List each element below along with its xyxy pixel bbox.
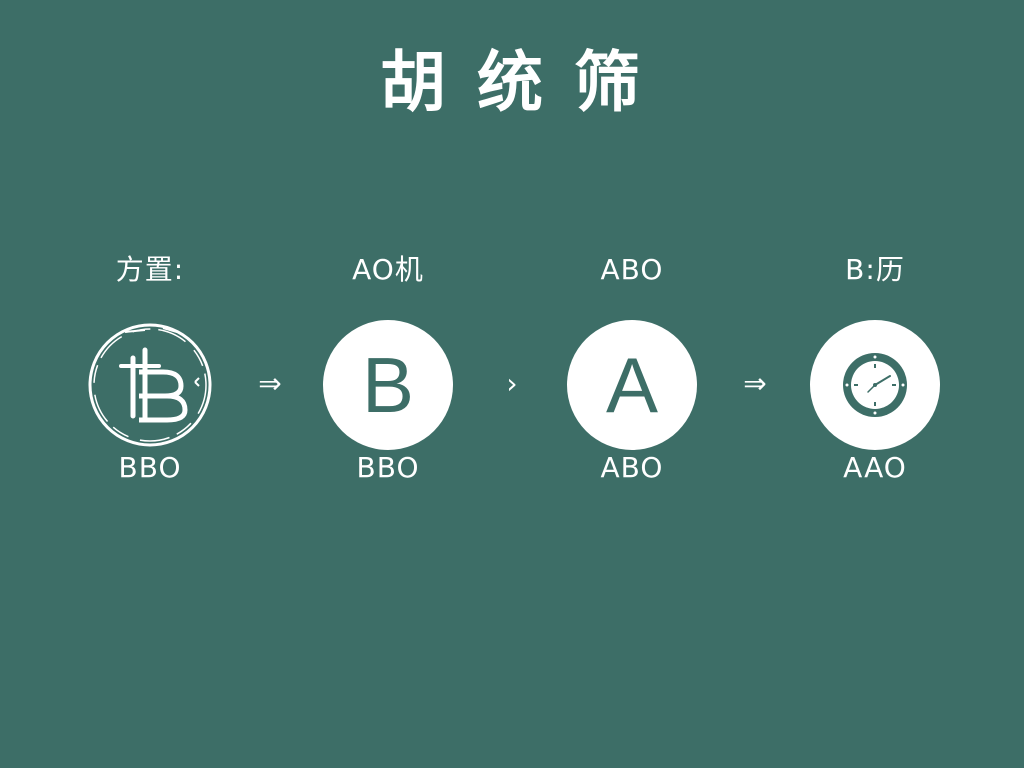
sketched-b-circle-icon <box>85 320 215 450</box>
double-arrow-icon: ⇒ <box>258 367 282 400</box>
step-top-label: ABO <box>600 253 664 286</box>
step-bottom-label: AAO <box>843 451 907 484</box>
step-top-label: B:历 <box>845 253 905 286</box>
clock-svg <box>843 353 907 417</box>
circle-letter-a: A <box>605 341 659 429</box>
circle-letter-b: B <box>361 341 415 429</box>
a-circle-icon: A <box>567 320 697 450</box>
step-2: AO机 B BBO <box>298 248 478 508</box>
step-1: 方置: BBO <box>60 248 240 508</box>
step-bottom-label: ABO <box>600 451 664 484</box>
step-3: ABO A ABO <box>542 248 722 508</box>
double-arrow-icon: ⇒ <box>743 367 767 400</box>
step-top-label: AO机 <box>352 253 424 286</box>
step-bottom-label: BBO <box>118 451 182 484</box>
b-circle-icon: B <box>323 320 453 450</box>
page-title: 胡 统 筛 <box>380 44 644 121</box>
step-4: B:历 AAO <box>785 248 965 508</box>
clock-icon <box>810 320 940 450</box>
sketched-b-svg <box>88 323 212 447</box>
chevron-right-icon: › <box>506 367 518 400</box>
step-top-label: 方置: <box>115 253 185 286</box>
step-bottom-label: BBO <box>356 451 420 484</box>
